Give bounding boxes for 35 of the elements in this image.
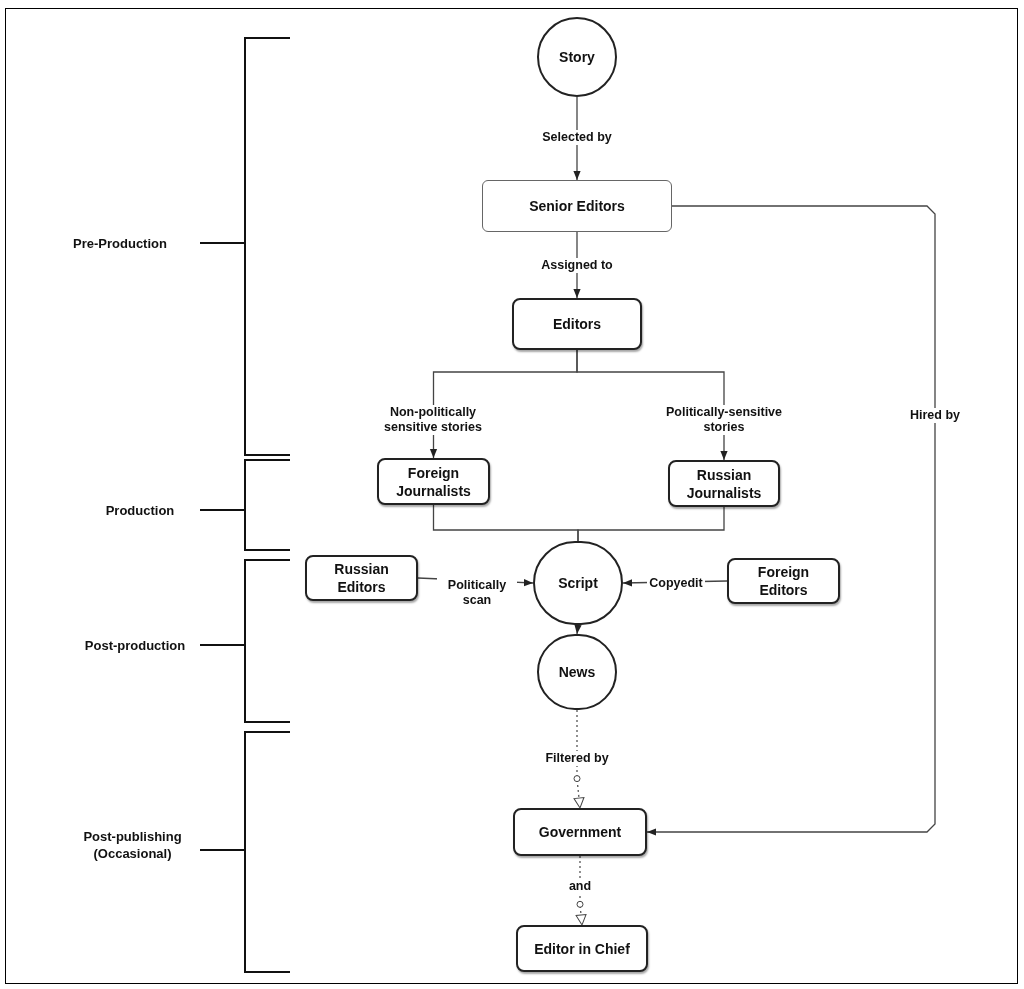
node-label: Foreign Journalists bbox=[395, 463, 472, 500]
process-box bbox=[512, 298, 642, 350]
edge-label: Hired by bbox=[908, 407, 962, 423]
process-box bbox=[516, 925, 648, 972]
node-label: Government bbox=[537, 823, 623, 841]
edge-label: Copyedit bbox=[647, 575, 705, 591]
arrow bbox=[573, 709, 585, 809]
process-box bbox=[727, 558, 840, 604]
node-label: Story bbox=[558, 48, 596, 66]
node-label: News bbox=[557, 663, 597, 681]
node-label: Editors bbox=[551, 315, 603, 333]
arrow bbox=[574, 624, 582, 635]
edge-label: Filtered by bbox=[543, 750, 611, 766]
node-label: Script bbox=[557, 574, 599, 592]
phase-label: Production bbox=[104, 502, 176, 519]
arrow bbox=[646, 205, 936, 836]
node-label: Russian Journalists bbox=[685, 465, 763, 502]
process-box bbox=[513, 808, 647, 856]
edge-label: and bbox=[566, 878, 594, 894]
phase-label: Post-production bbox=[83, 637, 187, 654]
edge-label: Assigned to bbox=[539, 257, 615, 273]
node-label: Russian Editors bbox=[333, 560, 390, 596]
edge-label: Selected by bbox=[540, 129, 614, 145]
phase-label: Pre-Production bbox=[72, 235, 168, 252]
process-box bbox=[305, 555, 418, 601]
process-box bbox=[668, 460, 780, 507]
process-box bbox=[482, 180, 672, 232]
process-box bbox=[377, 458, 490, 505]
connector-line bbox=[577, 506, 725, 542]
arrow bbox=[575, 855, 587, 926]
node-label: Foreign Editors bbox=[756, 563, 811, 599]
arrow bbox=[576, 349, 728, 461]
node-label: Senior Editors bbox=[528, 197, 626, 215]
phase-label: Post-publishing (Occasional) bbox=[82, 828, 183, 862]
node-label: Editor in Chief bbox=[533, 939, 631, 958]
